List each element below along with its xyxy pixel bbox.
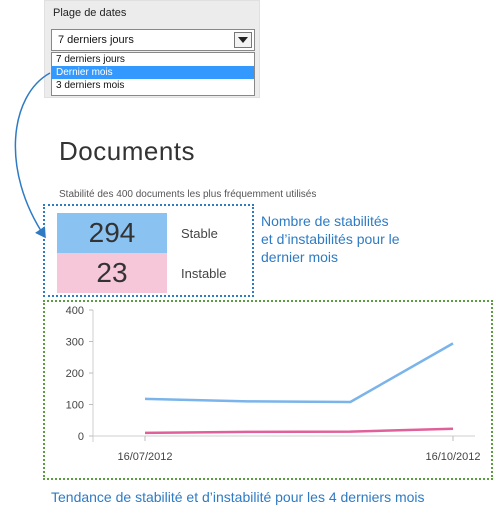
option-3-months[interactable]: 3 derniers mois [56, 80, 125, 91]
option-last-month[interactable]: Dernier mois [52, 66, 254, 79]
stability-summary: 294 Stable 23 Instable [43, 204, 254, 297]
y-tick-label: 300 [66, 337, 84, 349]
stable-label: Stable [181, 226, 218, 241]
page-subtitle: Stabilité des 400 documents les plus fré… [59, 189, 317, 200]
stable-series-line [144, 342, 454, 404]
connector-arrow-icon [14, 72, 51, 239]
unstable-series-line [144, 427, 454, 435]
date-range-panel: Plage de dates 7 derniers jours 7 dernie… [44, 0, 260, 98]
y-tick-label: 0 [78, 431, 84, 443]
page-title: Documents [59, 136, 195, 166]
y-tick-label: 100 [66, 400, 84, 412]
y-tick-label: 400 [66, 305, 84, 317]
stable-count: 294 [57, 213, 167, 253]
date-range-selected-value: 7 derniers jours [58, 34, 134, 46]
trend-chart-box: 0 100 200 300 400 16/07/2012 16/10/2012 [43, 300, 493, 480]
unstable-count: 23 [57, 253, 167, 293]
option-7-days[interactable]: 7 derniers jours [56, 54, 125, 65]
date-range-label: Plage de dates [53, 7, 127, 19]
trend-chart: 0 100 200 300 400 16/07/2012 16/10/2012 [66, 305, 481, 463]
unstable-label: Instable [181, 266, 227, 281]
x-tick-label: 16/10/2012 [425, 451, 480, 463]
date-range-select[interactable]: 7 derniers jours [51, 29, 255, 51]
chevron-down-icon[interactable] [234, 32, 252, 48]
x-tick-label: 16/07/2012 [117, 451, 172, 463]
date-range-options: 7 derniers jours Dernier mois 3 derniers… [51, 52, 255, 96]
summary-annotation: Nombre de stabilités et d’instabilités p… [261, 213, 400, 265]
chart-annotation: Tendance de stabilité et d’instabilité p… [51, 489, 425, 505]
y-tick-label: 200 [66, 368, 84, 380]
